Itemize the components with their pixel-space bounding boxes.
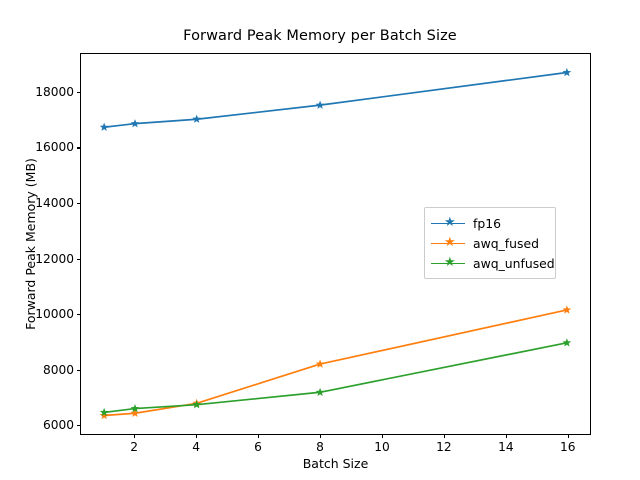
series-line [103, 341, 568, 414]
data-point-marker [562, 305, 572, 314]
y-tick-mark [76, 314, 80, 316]
legend-swatch-icon: ★ [431, 236, 465, 250]
legend-label: fp16 [473, 215, 501, 231]
x-tick-mark [505, 434, 507, 438]
x-tick-label: 4 [192, 440, 200, 454]
data-point-marker [99, 410, 109, 420]
data-point-marker [315, 387, 325, 396]
y-tick-label: 12000 [35, 251, 74, 266]
series-lines [99, 67, 572, 420]
y-tick-label: 10000 [35, 307, 74, 322]
series-line [103, 309, 568, 417]
x-tick-label: 12 [436, 440, 452, 454]
legend-item-awq_unfused[interactable]: ★ awq_unfused [431, 253, 555, 273]
y-tick-label: 18000 [35, 84, 74, 99]
x-axis-label: Batch Size [302, 456, 369, 471]
data-point-marker [562, 67, 572, 77]
y-tick-label: 14000 [35, 196, 74, 211]
data-point-marker [315, 100, 325, 109]
y-tick-mark [76, 91, 80, 93]
y-tick-mark [76, 258, 80, 260]
data-point-marker [99, 407, 109, 417]
legend-swatch-icon: ★ [431, 256, 465, 270]
y-tick-mark [76, 369, 80, 371]
x-tick-mark [443, 434, 445, 438]
data-point-marker [130, 408, 140, 417]
x-tick-mark [258, 434, 260, 438]
x-tick-label: 10 [374, 440, 390, 454]
series-line [103, 71, 568, 129]
plot-area [80, 53, 591, 435]
chart-title: Forward Peak Memory per Batch Size [183, 28, 457, 44]
y-tick-mark [76, 147, 80, 149]
legend-swatch-icon: ★ [431, 216, 465, 230]
legend-label: awq_fused [473, 235, 539, 251]
x-tick-mark [381, 434, 383, 438]
legend-item-awq_fused[interactable]: ★ awq_fused [431, 233, 549, 253]
y-tick-label: 8000 [42, 362, 74, 377]
series-awq_fused [99, 305, 572, 420]
x-tick-mark [320, 434, 322, 438]
x-tick-mark [196, 434, 198, 438]
legend-label: awq_unfused [473, 255, 555, 271]
x-tick-mark [134, 434, 136, 438]
x-tick-label: 6 [254, 440, 262, 454]
data-point-marker [99, 122, 109, 131]
series-fp16 [99, 67, 572, 131]
legend-item-fp16[interactable]: ★ fp16 [431, 213, 549, 233]
x-tick-label: 8 [316, 440, 324, 454]
data-point-marker [192, 114, 202, 123]
series-awq_unfused [99, 338, 572, 417]
x-tick-label: 2 [130, 440, 139, 454]
data-point-marker [562, 338, 572, 347]
data-point-marker [130, 119, 140, 128]
data-point-marker [315, 359, 325, 368]
y-tick-mark [76, 425, 80, 427]
y-tick-label: 16000 [35, 140, 74, 155]
x-tick-mark [567, 434, 569, 438]
legend[interactable]: ★ fp16 ★ awq_fused ★ awq_unfused [424, 207, 556, 279]
y-tick-mark [76, 203, 80, 205]
x-tick-label: 14 [498, 440, 514, 454]
x-tick-label: 16 [560, 440, 576, 454]
y-tick-label: 6000 [42, 418, 74, 433]
y-axis-tick-labels: 6000 8000 10000 12000 14000 16000 18000 [0, 0, 74, 480]
y-axis-label: Forward Peak Memory (MB) [23, 158, 38, 330]
data-point-marker [130, 403, 140, 413]
data-point-marker [192, 400, 202, 409]
